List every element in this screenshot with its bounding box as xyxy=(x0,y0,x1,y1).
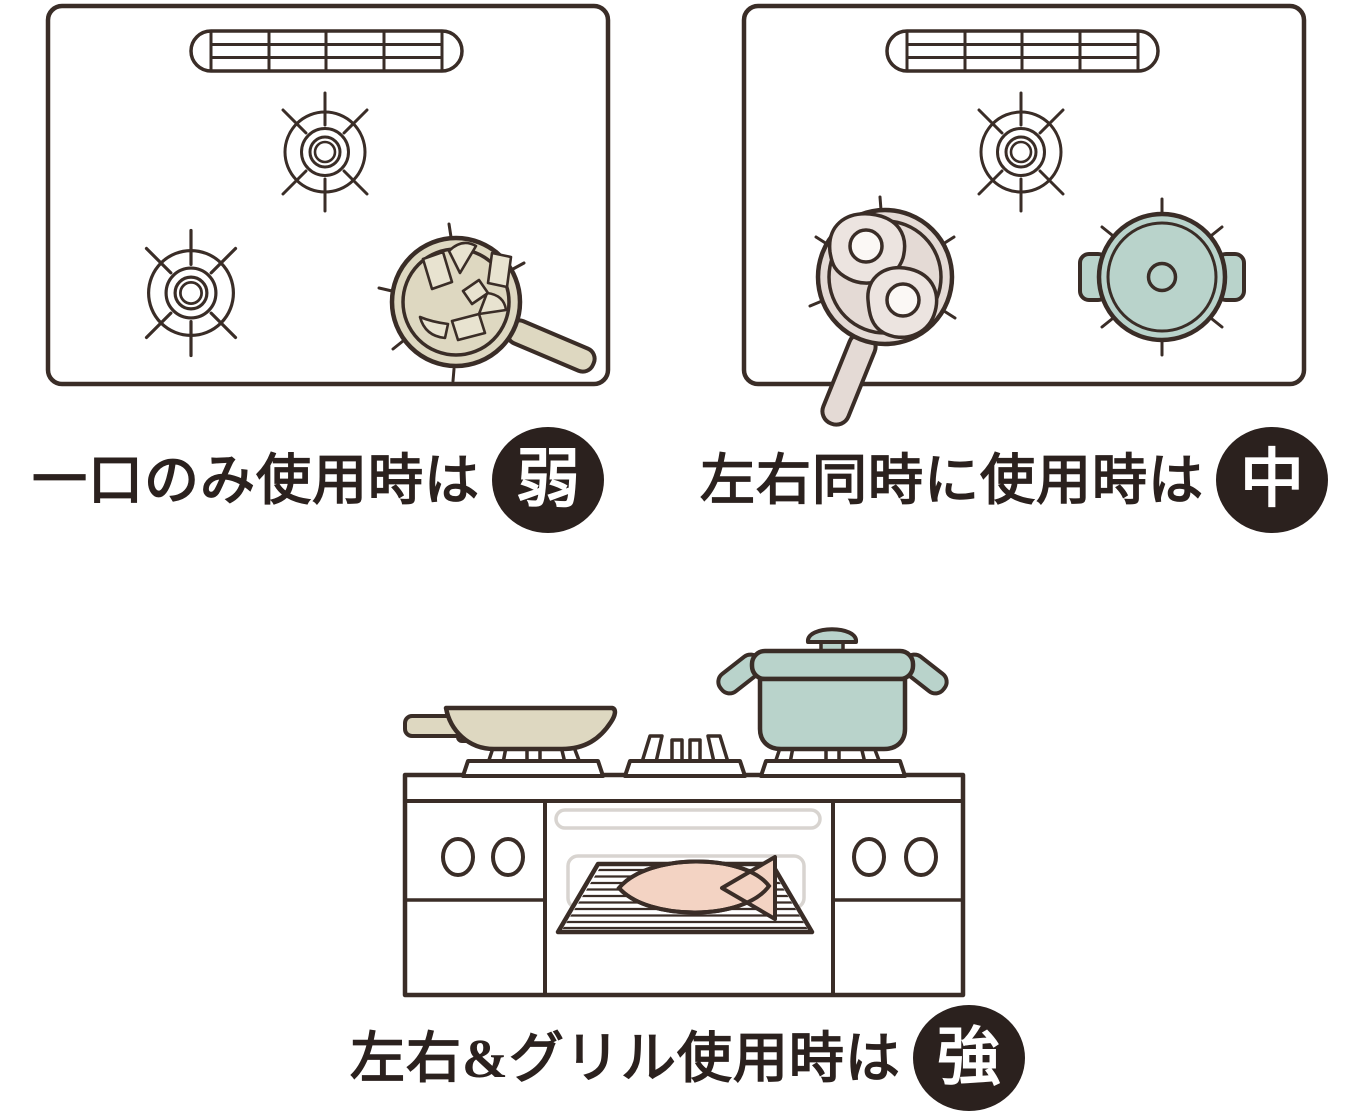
caption-grill-use: 左右&グリル使用時は 強 xyxy=(350,1002,1025,1114)
frying-pan-vegetables-icon xyxy=(377,222,597,383)
vegetable-pieces xyxy=(418,241,513,342)
pot-lid-top-icon xyxy=(1078,197,1246,357)
heat-level-badge-medium: 中 xyxy=(1216,427,1329,533)
control-knob xyxy=(904,837,938,877)
stovetop-pan-pot-illustration xyxy=(741,3,1307,427)
frying-pan-side-icon xyxy=(403,705,618,752)
grill-rack-fish-icon xyxy=(555,855,815,935)
fried-eggs xyxy=(828,212,939,339)
heat-level-badge-low: 弱 xyxy=(492,427,605,533)
stove-front-illustration xyxy=(402,627,966,998)
heat-level-badge-high: 強 xyxy=(912,1005,1025,1111)
control-knob xyxy=(491,837,525,877)
frying-pan-eggs-icon xyxy=(808,195,957,427)
grill-vent-icon xyxy=(885,29,1160,73)
grill-vent-icon xyxy=(189,29,464,73)
caption-text: 左右&グリル使用時は xyxy=(350,1027,901,1089)
caption-text: 一口のみ使用時は xyxy=(32,449,481,511)
caption-single-burner: 一口のみ使用時は 弱 xyxy=(32,424,605,536)
caption-both-burners: 左右同時に使用時は 中 xyxy=(700,424,1329,536)
control-knob xyxy=(852,837,886,877)
stovetop-single-pan-illustration xyxy=(45,3,611,387)
fish-icon xyxy=(616,855,777,921)
caption-text: 左右同時に使用時は xyxy=(700,449,1205,511)
pot-side-icon xyxy=(716,627,949,752)
control-knob xyxy=(441,837,475,877)
